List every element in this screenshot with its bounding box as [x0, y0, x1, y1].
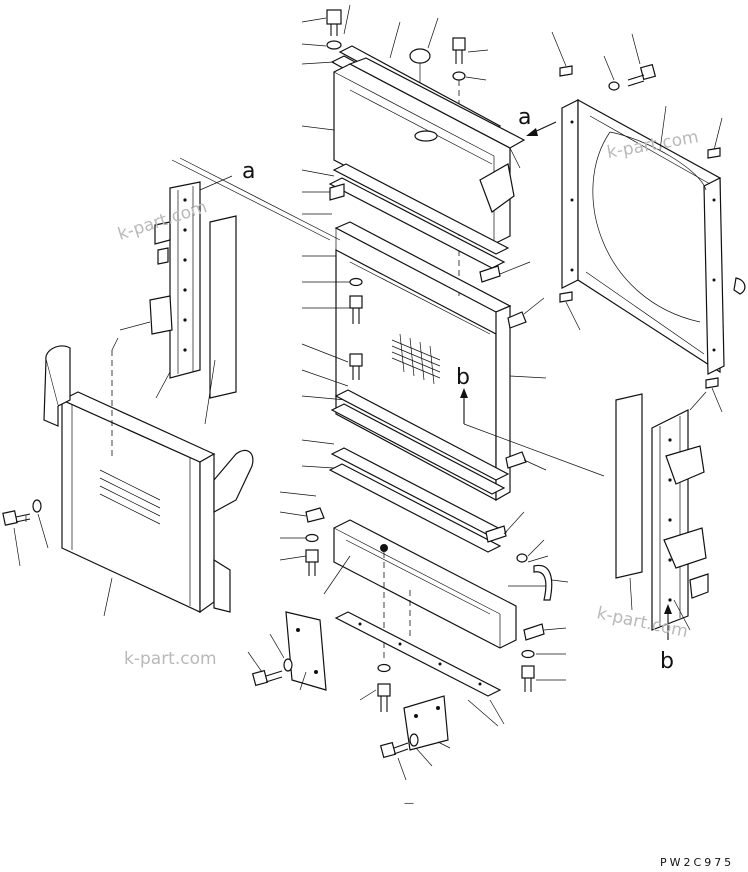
clip-bottom-right-2 [705, 377, 723, 413]
callout-label: a [518, 105, 531, 130]
callout-a-right: a [518, 105, 557, 136]
fan-shroud [561, 98, 746, 375]
clip-right-1 [479, 261, 531, 283]
center-grille [391, 333, 441, 385]
center-shroud-panel [334, 221, 512, 502]
hex-bolt-center-1 [349, 295, 363, 324]
clip-bottom [523, 623, 567, 641]
lower-gasket-strip-2 [328, 447, 508, 553]
dash-mark-label: — [404, 798, 414, 809]
right-side-plate [651, 409, 709, 631]
hex-bolt-left [2, 510, 31, 526]
hex-bolt-center-3 [305, 549, 319, 576]
hex-bolt-lower-center [379, 741, 409, 759]
hose-elbow [533, 564, 569, 601]
radiator-core [43, 321, 254, 614]
washer-center-1 [349, 277, 363, 287]
callout-label: b [660, 649, 674, 674]
washer-left [32, 499, 42, 513]
right-seal-strip [615, 393, 643, 579]
washer-center-4 [377, 663, 391, 673]
callout-label: a [242, 159, 255, 184]
hex-bolt-top [326, 9, 342, 36]
watermark-bottom-left: k-part.com [124, 649, 217, 669]
clip-right-3 [505, 451, 547, 471]
clip-right-4 [485, 511, 525, 543]
dash-mark: — [404, 798, 414, 809]
upper-tank-box [333, 57, 526, 245]
hex-bolt-lower-left [251, 669, 283, 687]
clip-right-2 [507, 297, 545, 329]
left-seal-strip [209, 215, 237, 399]
washer-top [326, 40, 342, 50]
clip-top-right [551, 31, 573, 77]
clip-2 [329, 183, 345, 201]
gasket-strip-2 [328, 163, 510, 269]
clip-left-lower-1 [305, 507, 325, 523]
hex-bolt-center-2 [349, 353, 363, 380]
washer-center-2 [305, 533, 319, 543]
hex-bolt-fan-shroud [627, 33, 657, 87]
washer-top-right-2 [603, 55, 620, 91]
callout-a-left: a [242, 159, 255, 184]
washer-center-3 [521, 649, 566, 659]
bottom-strip [334, 611, 502, 697]
washer-lower-center [409, 733, 419, 747]
hex-bolt-center-5 [377, 683, 391, 712]
mount-plate-left [285, 611, 327, 691]
drawing-code: PW2C975 [660, 856, 734, 869]
left-side-plate [149, 181, 201, 379]
hex-bolt-center-4 [521, 665, 566, 692]
washer-lower-left [283, 658, 293, 672]
callout-b-right: b [660, 604, 674, 674]
hex-bolt-top-right [452, 37, 489, 64]
clip-top-right-2 [707, 147, 721, 159]
radiator-grille [99, 469, 161, 525]
clip-bottom-right [559, 291, 581, 331]
lower-gasket-strip-1 [330, 389, 510, 495]
callout-label: b [456, 365, 470, 390]
clamp-small [516, 539, 549, 563]
washer-top-right [452, 71, 487, 81]
callout-b-center: b [456, 365, 605, 477]
